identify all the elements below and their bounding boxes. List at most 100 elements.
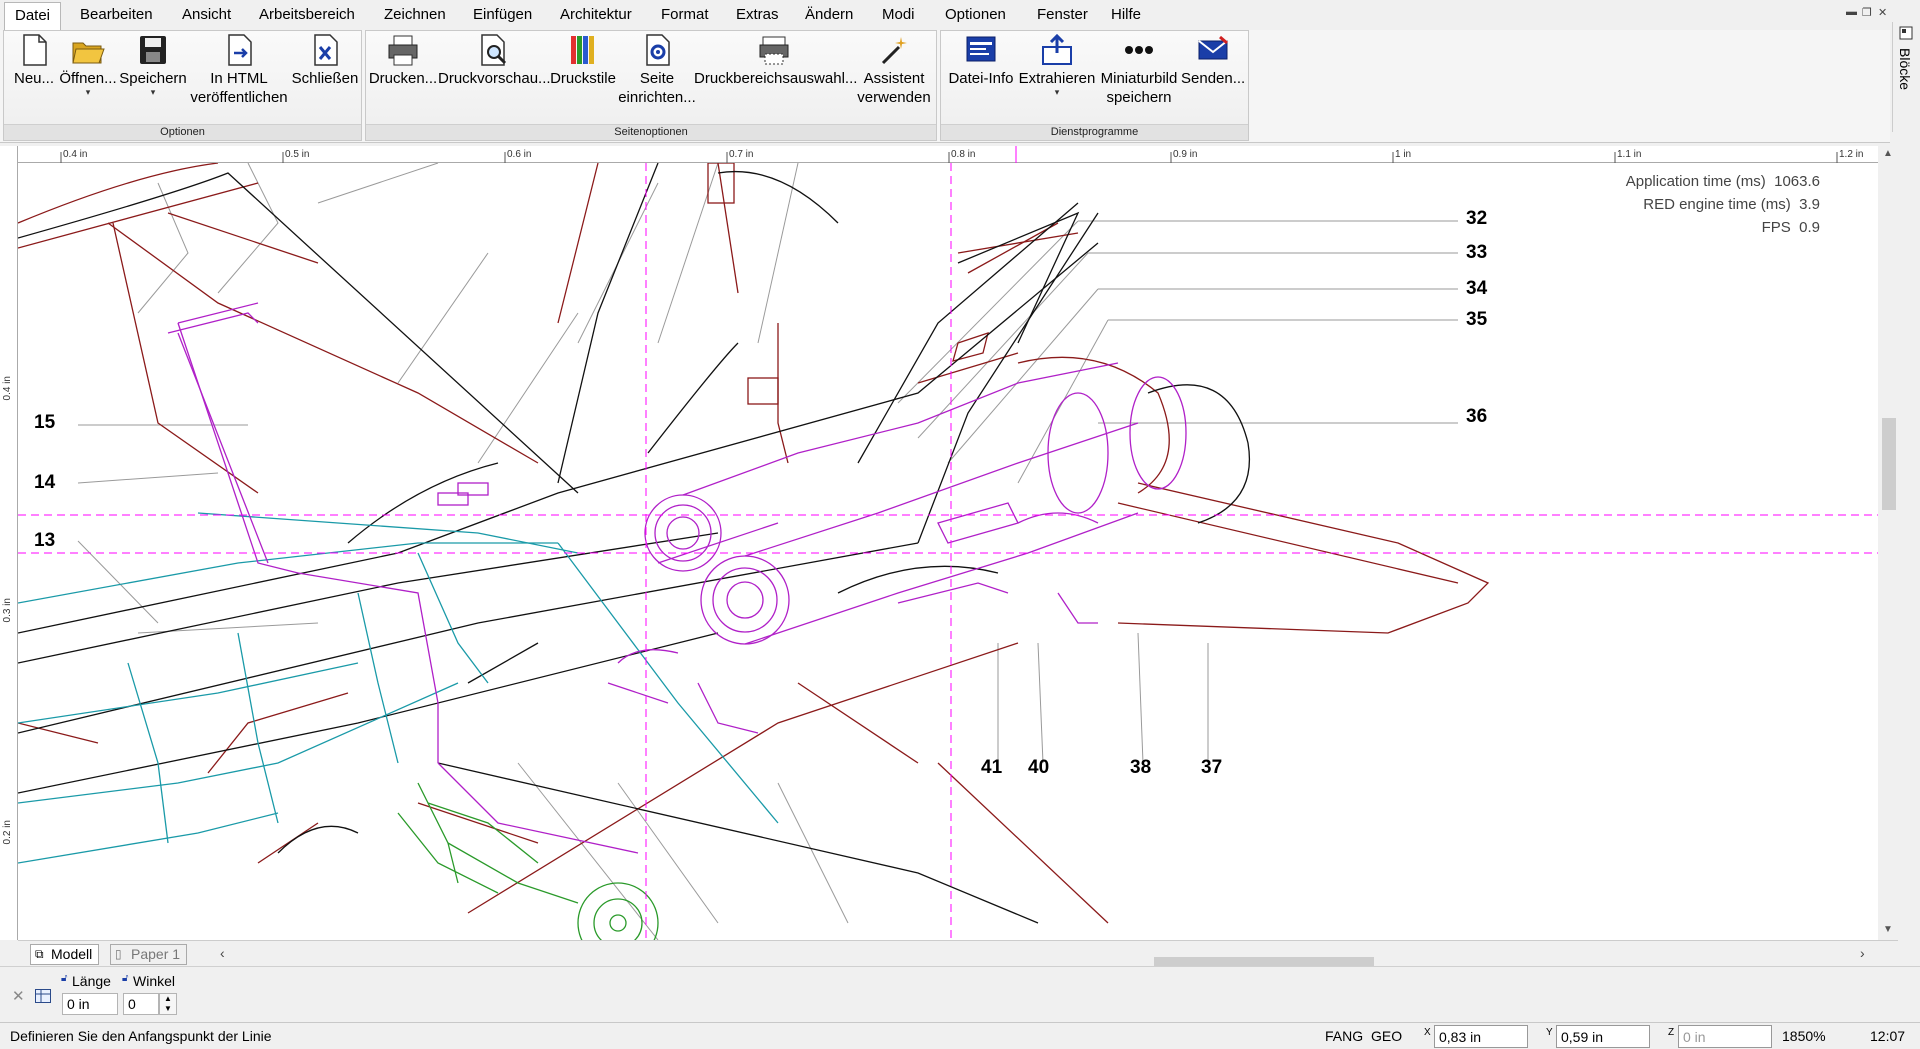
print-styles-button[interactable]: Druckstile xyxy=(546,33,620,88)
print-area-selection-button[interactable]: Druckbereichsauswahl... xyxy=(694,33,858,88)
aircraft-technical-drawing xyxy=(18,163,1878,940)
callout-label: 13 xyxy=(34,530,56,551)
open-button[interactable]: Öffnen... ▾ xyxy=(56,33,120,97)
ribbon-group-label: Seitenoptionen xyxy=(366,124,936,140)
page-setup-button-label: Seite einrichten... xyxy=(618,70,696,106)
menu-hilfe[interactable]: Hilfe xyxy=(1111,6,1142,23)
print-area-icon xyxy=(759,36,789,65)
menu-architektur[interactable]: Architektur xyxy=(560,6,632,23)
geo-toggle[interactable]: GEO xyxy=(1371,1028,1403,1044)
close-icon[interactable]: ✕ xyxy=(1878,7,1888,19)
save-thumbnail-button[interactable]: Miniaturbild speichern xyxy=(1097,33,1181,107)
length-label: Länge xyxy=(72,973,111,989)
ruler-label: 0.4 in xyxy=(63,149,88,160)
menu-bearbeiten[interactable]: Bearbeiten xyxy=(80,6,153,23)
file-info-button[interactable]: Datei-Info xyxy=(943,33,1019,88)
wizard-button[interactable]: Assistent verwenden xyxy=(854,33,934,107)
ellipsis-icon xyxy=(1125,46,1153,54)
page-setup-button[interactable]: Seite einrichten... xyxy=(618,33,696,107)
close-icon[interactable]: ✕ xyxy=(12,988,25,1005)
ruler-label: 0.4 in xyxy=(2,376,13,401)
z-axis-icon: Z xyxy=(1668,1027,1675,1038)
close-document-icon xyxy=(314,34,338,66)
callout-label: 32 xyxy=(1466,208,1488,229)
snap-toggle[interactable]: FANG xyxy=(1325,1028,1364,1044)
x-coordinate-field[interactable]: 0,83 in xyxy=(1434,1025,1528,1048)
callout-label: 41 xyxy=(981,757,1003,778)
z-coordinate-field[interactable]: 0 in xyxy=(1678,1025,1772,1048)
ruler-label: 1 in xyxy=(1395,149,1412,160)
new-button[interactable]: Neu... xyxy=(10,33,58,88)
save-thumbnail-button-label: Miniaturbild speichern xyxy=(1100,70,1178,106)
menu-ansicht[interactable]: Ansicht xyxy=(182,6,232,23)
close-file-button[interactable]: Schließen xyxy=(290,33,360,88)
scroll-right-icon[interactable]: › xyxy=(1860,945,1865,961)
x-axis-icon: X xyxy=(1424,1027,1431,1038)
menu-arbeitsbereich[interactable]: Arbeitsbereich xyxy=(259,6,355,23)
ruler-label: 1.2 in xyxy=(1839,149,1864,160)
blocks-panel-label: Blöcke xyxy=(1897,48,1913,91)
menu-bar: Datei Bearbeiten Ansicht Arbeitsbereich … xyxy=(0,0,1920,30)
lock-icon[interactable]: 🔓︎ xyxy=(61,973,68,984)
tab-paper-label: Paper 1 xyxy=(131,946,181,962)
drawing-canvas[interactable]: 32 33 34 35 36 15 14 13 41 40 38 37 Appl… xyxy=(18,163,1878,940)
horizontal-ruler[interactable]: 0.4 in 0.5 in 0.6 in 0.7 in 0.8 in 0.9 i… xyxy=(18,146,1878,163)
print-preview-button[interactable]: Druckvorschau... xyxy=(438,33,551,88)
y-coordinate-field[interactable]: 0,59 in xyxy=(1556,1025,1650,1048)
wizard-wand-icon xyxy=(881,37,907,65)
menu-optionen[interactable]: Optionen xyxy=(945,6,1006,23)
tab-model[interactable]: ⧉ Modell xyxy=(30,944,100,965)
menu-aendern[interactable]: Ändern xyxy=(805,6,854,23)
save-button[interactable]: Speichern ▾ xyxy=(118,33,188,97)
horizontal-scrollbar[interactable] xyxy=(234,949,1876,972)
blocks-panel-tab[interactable]: Blöcke xyxy=(1892,22,1920,132)
zoom-level[interactable]: 1850% xyxy=(1782,1028,1826,1044)
open-button-label: Öffnen... xyxy=(59,70,117,87)
menu-fenster[interactable]: Fenster xyxy=(1037,6,1088,23)
print-button-label: Drucken... xyxy=(368,70,438,87)
callout-label: 36 xyxy=(1466,406,1488,427)
perf-label: FPS xyxy=(1761,219,1791,236)
table-icon[interactable] xyxy=(35,989,51,1003)
print-preview-icon xyxy=(481,34,507,66)
print-area-selection-button-label: Druckbereichsauswahl... xyxy=(694,70,858,87)
open-folder-icon xyxy=(72,42,105,64)
menu-extras[interactable]: Extras xyxy=(736,6,779,23)
print-button[interactable]: Drucken... xyxy=(368,33,438,88)
clock-time: 12:07 xyxy=(1870,1028,1906,1044)
save-disk-icon xyxy=(140,36,166,64)
publish-html-button-label: In HTML veröffentlichen xyxy=(190,70,288,106)
menu-zeichnen[interactable]: Zeichnen xyxy=(384,6,446,23)
close-file-button-label: Schließen xyxy=(291,70,359,87)
ruler-label: 0.3 in xyxy=(2,598,13,623)
file-info-icon xyxy=(966,36,996,62)
vertical-scroll-thumb[interactable] xyxy=(1882,418,1896,510)
page-setup-icon xyxy=(646,34,670,66)
perf-red-time: RED engine time (ms) 3.9 xyxy=(1643,196,1820,213)
vertical-ruler[interactable]: 0.4 in 0.3 in 0.2 in xyxy=(0,146,18,940)
lock-icon[interactable]: 🔓︎ xyxy=(122,973,129,984)
menu-modi[interactable]: Modi xyxy=(882,6,915,23)
scroll-left-icon[interactable]: ‹ xyxy=(220,945,225,961)
vertical-scrollbar[interactable]: ▲ ▼ xyxy=(1878,146,1898,940)
restore-icon[interactable]: ❐ xyxy=(1862,7,1872,19)
callout-label: 15 xyxy=(34,412,56,433)
angle-input[interactable] xyxy=(123,993,159,1015)
scroll-up-icon[interactable]: ▲ xyxy=(1883,148,1893,159)
command-input-bar: ✕ 🔓︎ Länge 🔓︎ Winkel ▲▼ xyxy=(0,966,1920,1022)
send-button[interactable]: Senden... xyxy=(1181,33,1245,88)
extract-button[interactable]: Extrahieren ▾ xyxy=(1017,33,1097,97)
tab-paper-1[interactable]: ▯ Paper 1 xyxy=(110,944,188,965)
angle-stepper[interactable]: ▲▼ xyxy=(159,993,177,1015)
callout-label: 37 xyxy=(1201,757,1223,778)
menu-format[interactable]: Format xyxy=(661,6,709,23)
publish-html-button[interactable]: In HTML veröffentlichen xyxy=(186,33,292,107)
minimize-icon[interactable]: ▬ xyxy=(1846,6,1857,18)
menu-einfuegen[interactable]: Einfügen xyxy=(473,6,533,23)
scroll-down-icon[interactable]: ▼ xyxy=(1883,924,1893,935)
file-info-button-label: Datei-Info xyxy=(948,70,1014,87)
ruler-ticks xyxy=(60,146,1838,163)
length-input[interactable] xyxy=(62,993,118,1015)
menu-datei[interactable]: Datei xyxy=(4,2,62,30)
html-export-icon xyxy=(228,34,252,66)
